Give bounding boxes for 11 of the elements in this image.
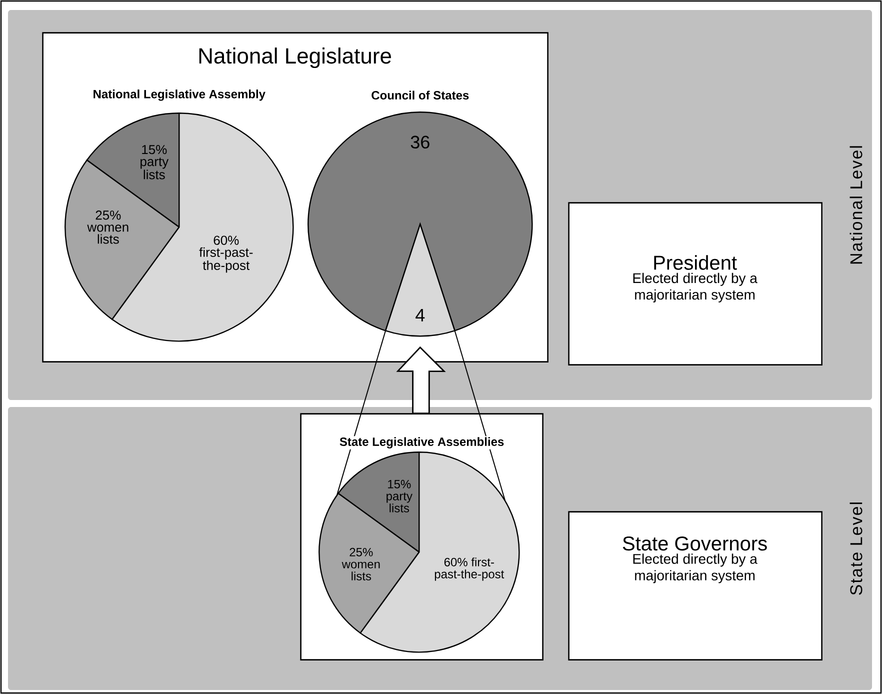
pie-chart: 15% party lists 25% women lists 60% first-past-the-post [318, 452, 520, 653]
card: State Governors Elected directly by a majoritarian system [568, 511, 822, 660]
zoom-line [454, 330, 506, 502]
pie-chart: Council of States 36 4 [308, 90, 533, 337]
zoom-line [336, 330, 386, 496]
heading: State Legislative Assemblies [338, 436, 506, 450]
block-arrow [396, 346, 446, 414]
node-label: Council of States [372, 90, 469, 100]
pie-chart: National Legislative Assembly 15% party lists 25% women lists 60% first-past-the-post [64, 90, 294, 342]
card: President Elected directly by a majoritarian system [568, 202, 822, 366]
node-label: National Legislative Assembly [94, 90, 266, 101]
